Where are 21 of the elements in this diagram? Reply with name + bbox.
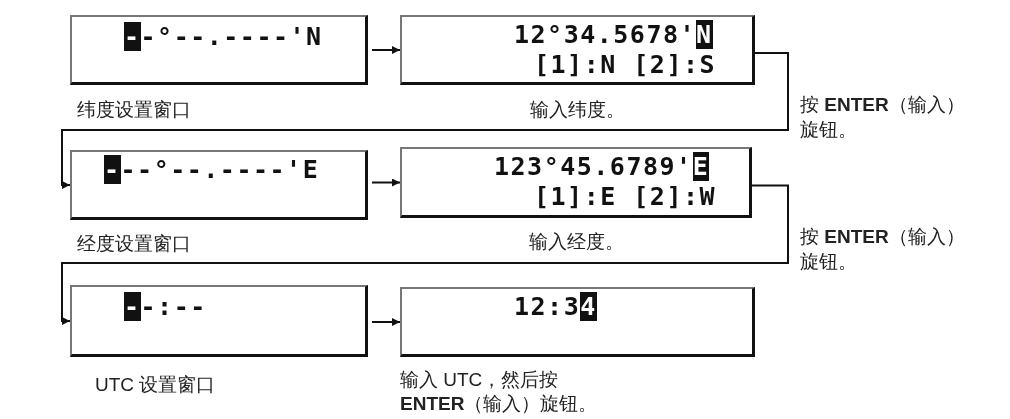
- node-label: 输入 UTC，然后按 ENTER（输入）旋钮。: [400, 368, 599, 416]
- node-label: UTC 设置窗口: [95, 373, 216, 397]
- display-text: 12°34.5678'N: [514, 21, 713, 49]
- arrow: [61, 184, 789, 325]
- edge-label: 按 ENTER（输入）旋钮。: [800, 225, 966, 274]
- display-text: [1]:N [2]:S: [534, 51, 717, 79]
- node-label: 输入纬度。: [529, 98, 626, 122]
- node-label: 输入经度。: [527, 230, 625, 254]
- arrow: [371, 318, 401, 326]
- node-label: 经度设置窗口: [77, 232, 191, 256]
- display-text: --:--: [124, 293, 207, 321]
- arrow: [371, 178, 401, 187]
- display-text: 123°45.6789'E: [494, 153, 710, 181]
- arrow: [371, 46, 401, 54]
- display-text: [1]:E [2]:W: [534, 183, 717, 211]
- display-text: 12:34: [514, 293, 597, 321]
- display-text: ---°--.----'E: [104, 156, 320, 184]
- arrow: [61, 52, 789, 189]
- edge-label: 按 ENTER（输入）旋钮。: [800, 93, 966, 142]
- display-text: --°--.----'N: [124, 23, 323, 51]
- node-label: 纬度设置窗口: [77, 98, 191, 122]
